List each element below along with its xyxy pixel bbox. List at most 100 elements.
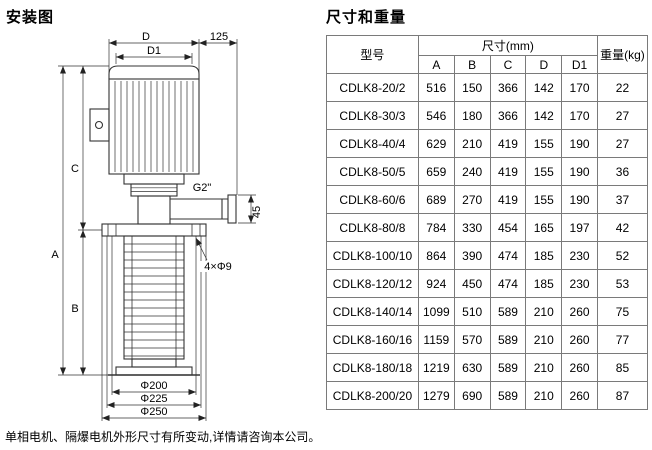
value-cell: 784 (417, 213, 455, 242)
value-cell: 155 (525, 185, 563, 214)
col-header-a: A (417, 55, 455, 74)
value-cell: 210 (525, 381, 563, 410)
value-cell: 516 (417, 73, 455, 102)
value-cell: 260 (561, 381, 598, 410)
value-cell: 210 (525, 353, 563, 382)
value-cell: 510 (453, 297, 491, 326)
model-cell: CDLK8-120/12 (326, 269, 419, 298)
value-cell: 864 (417, 241, 455, 270)
value-cell: 155 (525, 129, 563, 158)
value-cell: 185 (525, 269, 563, 298)
value-cell: 589 (489, 381, 527, 410)
col-header-d1: D1 (561, 55, 598, 74)
value-cell: 629 (417, 129, 455, 158)
value-cell: 180 (453, 101, 491, 130)
value-cell: 210 (525, 325, 563, 354)
value-cell: 689 (417, 185, 455, 214)
dim-label-b: B (71, 303, 78, 315)
model-cell: CDLK8-160/16 (326, 325, 419, 354)
dia-225-label: Φ225 (140, 393, 167, 405)
model-cell: CDLK8-200/20 (326, 381, 419, 410)
value-cell: 170 (561, 101, 598, 130)
value-cell: 155 (525, 157, 563, 186)
value-cell: 1099 (417, 297, 455, 326)
value-cell: 22 (596, 73, 649, 102)
installation-diagram: D 125 D1 A C B G2" 45 4×Φ9 Φ200 Φ225 Φ25… (51, 31, 263, 421)
model-cell: CDLK8-80/8 (326, 213, 419, 242)
dia-200-label: Φ200 (140, 380, 167, 392)
value-cell: 1279 (417, 381, 455, 410)
value-cell: 197 (561, 213, 598, 242)
outlet-thread-label: G2" (193, 182, 212, 194)
value-cell: 142 (525, 73, 563, 102)
value-cell: 390 (453, 241, 491, 270)
value-cell: 52 (596, 241, 649, 270)
value-cell: 87 (596, 381, 649, 410)
value-cell: 570 (453, 325, 491, 354)
col-header-b: B (453, 55, 491, 74)
model-cell: CDLK8-40/4 (326, 129, 419, 158)
value-cell: 454 (489, 213, 527, 242)
value-cell: 366 (489, 73, 527, 102)
model-cell: CDLK8-100/10 (326, 241, 419, 270)
model-cell: CDLK8-20/2 (326, 73, 419, 102)
value-cell: 240 (453, 157, 491, 186)
value-cell: 27 (596, 129, 649, 158)
col-header-model: 型号 (326, 35, 419, 74)
value-cell: 659 (417, 157, 455, 186)
value-cell: 260 (561, 353, 598, 382)
value-cell: 85 (596, 353, 649, 382)
value-cell: 42 (596, 213, 649, 242)
col-header-dims: 尺寸(mm) (417, 35, 598, 56)
value-cell: 589 (489, 353, 527, 382)
value-cell: 589 (489, 297, 527, 326)
dimension-labels: D 125 D1 A C B G2" 45 4×Φ9 Φ200 Φ225 Φ25… (51, 31, 263, 418)
value-cell: 165 (525, 213, 563, 242)
value-cell: 474 (489, 269, 527, 298)
value-cell: 270 (453, 185, 491, 214)
value-cell: 260 (561, 325, 598, 354)
value-cell: 589 (489, 325, 527, 354)
value-cell: 260 (561, 297, 598, 326)
dim-label-d1: D1 (147, 45, 161, 57)
header-group-row: 型号 尺寸(mm) 重量(kg) (326, 35, 649, 74)
dim-label-125: 125 (210, 31, 228, 43)
dimensions-title: 尺寸和重量 (326, 9, 407, 26)
dimension-lines (58, 39, 256, 421)
col-header-d: D (525, 55, 563, 74)
value-cell: 230 (561, 241, 598, 270)
model-cell: CDLK8-50/5 (326, 157, 419, 186)
value-cell: 27 (596, 101, 649, 130)
value-cell: 330 (453, 213, 491, 242)
value-cell: 210 (453, 129, 491, 158)
left-panel: 安装图 (6, 6, 324, 448)
value-cell: 419 (489, 185, 527, 214)
value-cell: 419 (489, 157, 527, 186)
value-cell: 150 (453, 73, 491, 102)
value-cell: 1159 (417, 325, 455, 354)
value-cell: 190 (561, 129, 598, 158)
bolt-holes-label: 4×Φ9 (204, 261, 231, 273)
col-header-c: C (489, 55, 527, 74)
value-cell: 1219 (417, 353, 455, 382)
value-cell: 185 (525, 241, 563, 270)
value-cell: 690 (453, 381, 491, 410)
value-cell: 36 (596, 157, 649, 186)
dim-label-a: A (51, 249, 59, 261)
value-cell: 75 (596, 297, 649, 326)
model-cell: CDLK8-140/14 (326, 297, 419, 326)
value-cell: 474 (489, 241, 527, 270)
